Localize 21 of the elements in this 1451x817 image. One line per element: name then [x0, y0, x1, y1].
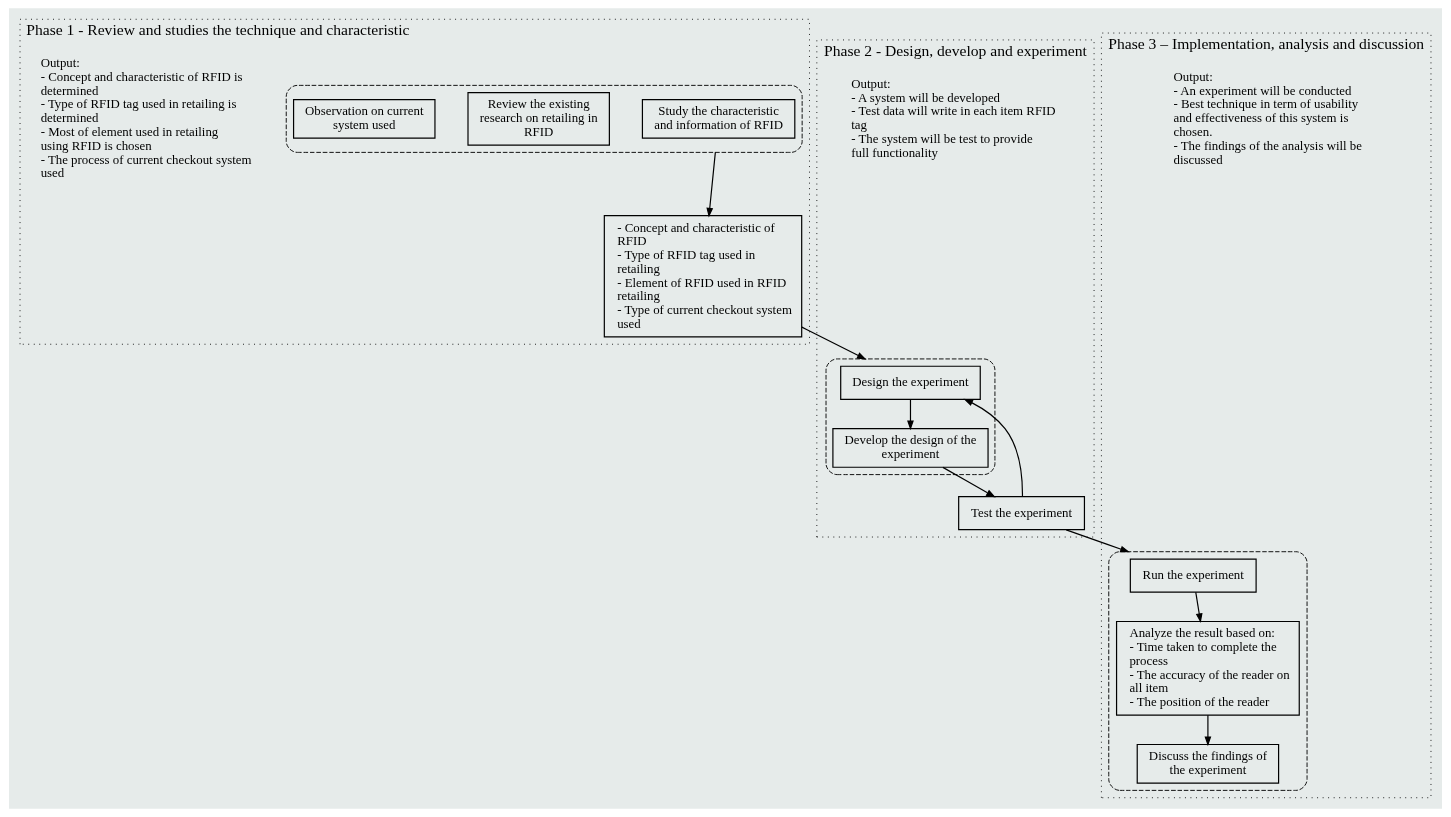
cluster: [1108, 551, 1308, 791]
arrow: [706, 151, 716, 218]
node-box: Observation on current system used: [293, 99, 436, 139]
arrow: [1065, 529, 1130, 553]
node-box: Develop the design of the experiment: [832, 428, 989, 468]
arrow: [1195, 591, 1203, 624]
node-box: Run the experiment: [1129, 558, 1257, 593]
node-box: Study the characteristic and information of RFID: [641, 99, 796, 139]
node-box: Review the existing research on retailing in RFID: [467, 92, 610, 146]
arrow: [942, 466, 996, 498]
arrow: [907, 398, 914, 431]
node-box: Design the experiment: [840, 365, 981, 400]
arrow: [1204, 714, 1212, 747]
cluster: [825, 358, 996, 476]
arrow: [801, 326, 867, 360]
node-box: - Concept and characteristic of RFID - Type of RFID tag used in retailing - Element of RFID used in RFID retailing - Type of current checkout system used: [603, 215, 803, 338]
node-box: Discuss the findings of the experiment: [1136, 743, 1280, 784]
node-box: Test the experiment: [958, 496, 1086, 531]
cluster: [285, 84, 803, 153]
arrow: [963, 398, 1024, 497]
node-box: Analyze the result based on: - Time taken to complete the process - The accuracy of the reader on all item - The position of the reader: [1115, 620, 1300, 716]
